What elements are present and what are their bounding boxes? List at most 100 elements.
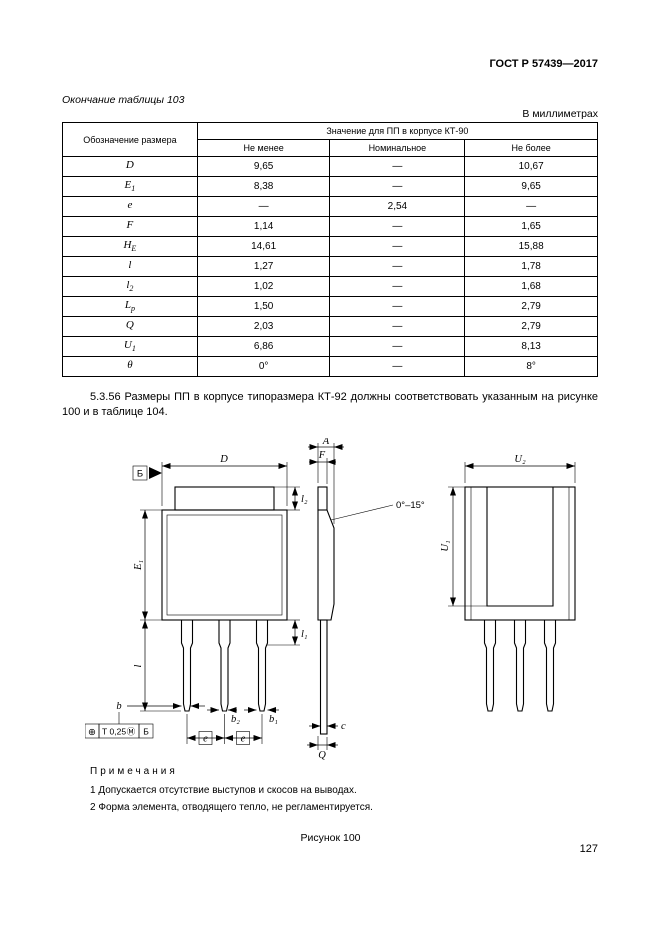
view-arrow-b: Б xyxy=(132,465,162,481)
value-min: 14,61 xyxy=(196,236,331,257)
table-row: Lp 1,50 — 2,79 xyxy=(62,296,598,317)
value-max: 8,13 xyxy=(464,336,598,357)
table-row: l 1,27 — 1,78 xyxy=(62,256,598,277)
value-nominal: — xyxy=(329,356,466,377)
dim-symbol: D xyxy=(126,159,134,171)
dim-label-l: l xyxy=(133,664,144,667)
table-row: l2 1,02 — 1,68 xyxy=(62,276,598,297)
datum-letter: Б xyxy=(143,727,149,737)
dim-symbol-cell: E1 xyxy=(62,176,198,197)
dim-label-d: D xyxy=(219,454,228,465)
value-max: 8° xyxy=(464,356,598,377)
value-min: 9,65 xyxy=(196,156,331,177)
dimension-U2: U₂ xyxy=(464,454,576,483)
value-nominal: — xyxy=(329,336,466,357)
value-max: 2,79 xyxy=(464,316,598,337)
dim-label-e-right: e xyxy=(241,734,246,745)
dim-symbol: l xyxy=(128,259,131,271)
dim-label-f: F xyxy=(318,450,326,461)
value-nominal: — xyxy=(329,296,466,317)
notes-block: Примечания 1 Допускается отсутствие выст… xyxy=(90,766,590,819)
dim-symbol-cell: Q xyxy=(62,316,198,337)
value-min: 2,03 xyxy=(196,316,331,337)
front-body-inner-line xyxy=(166,514,283,616)
value-max: 15,88 xyxy=(464,236,598,257)
dim-label-a: A xyxy=(322,438,330,447)
front-tab-outline xyxy=(174,486,275,511)
dimension-l2: l₂ xyxy=(274,486,308,511)
dim-symbol: E1 xyxy=(124,179,136,194)
dim-symbol-cell: θ xyxy=(62,356,198,377)
dim-symbol-sub: p xyxy=(130,304,135,314)
dim-symbol-main: l xyxy=(128,259,132,272)
dim-label-b: b xyxy=(116,701,121,712)
dim-symbol: F xyxy=(127,219,134,231)
dim-symbol-main: U xyxy=(123,339,132,352)
dim-symbol: U1 xyxy=(123,339,136,354)
table-subheader-row: Не менее Номинальное Не более xyxy=(63,139,598,157)
front-leads xyxy=(180,619,269,712)
value-min: 1,14 xyxy=(196,216,331,237)
dim-symbol-main: H xyxy=(123,239,132,252)
dim-symbol-main: F xyxy=(126,219,134,232)
dim-symbol-cell: U1 xyxy=(62,336,198,357)
view-direction-arrow-icon xyxy=(149,467,162,479)
dimension-b1: b₁ xyxy=(244,707,279,725)
value-min: 1,50 xyxy=(196,296,331,317)
value-min: — xyxy=(196,196,331,217)
side-view: A F 0°–15° xyxy=(307,436,425,761)
dimension-b2: b₂ xyxy=(207,707,240,725)
table-row: Q 2,03 — 2,79 xyxy=(62,316,598,337)
value-nominal: — xyxy=(329,176,466,197)
dim-label-e1: E₁ xyxy=(133,560,144,571)
value-max: — xyxy=(464,196,598,217)
figure-100: Б D xyxy=(84,436,605,768)
value-max: 2,79 xyxy=(464,296,598,317)
col-header-group: Значение для ПП в корпусе КТ-90 xyxy=(196,122,599,140)
dim-label-b1: b₁ xyxy=(269,714,278,725)
col-header-nominal: Номинальное xyxy=(329,139,466,157)
table-row: θ 0° — 8° xyxy=(62,356,598,377)
dim-symbol-sub: 1 xyxy=(131,184,136,194)
side-lead-outline xyxy=(319,619,328,735)
dim-symbol-cell: l2 xyxy=(62,276,198,297)
dim-symbol-main: l xyxy=(126,279,130,292)
dim-symbol-main: L xyxy=(124,299,131,312)
dim-label-e-left: e xyxy=(203,734,208,745)
dim-symbol-main: e xyxy=(127,199,133,212)
document-header: ГОСТ Р 57439—2017 xyxy=(489,58,598,70)
dim-symbol: e xyxy=(127,199,132,211)
mmc-modifier-icon: Ⓜ xyxy=(127,727,136,737)
dim-symbol-main: E xyxy=(124,179,132,192)
col-header-min: Не менее xyxy=(196,139,331,157)
table-103-continuation: Обозначение размера Значение для ПП в ко… xyxy=(62,122,599,377)
table-continuation-label: Окончание таблицы 103 xyxy=(62,94,185,106)
dim-symbol-cell: HE xyxy=(62,236,198,257)
dim-symbol-cell: D xyxy=(62,156,198,177)
dim-label-u1: U₁ xyxy=(440,540,451,551)
value-max: 1,68 xyxy=(464,276,598,297)
side-body-outline xyxy=(317,509,335,621)
value-nominal: — xyxy=(329,316,466,337)
side-tab-outline xyxy=(317,486,328,511)
front-view: Б D xyxy=(84,454,308,745)
page-number: 127 xyxy=(579,843,598,855)
dim-symbol: θ xyxy=(127,359,132,371)
dim-symbol: Q xyxy=(126,319,134,331)
col-header-max: Не более xyxy=(464,139,598,157)
value-min: 1,02 xyxy=(196,276,331,297)
value-nominal: — xyxy=(329,276,466,297)
value-nominal: 2,54 xyxy=(329,196,466,217)
dimension-angle: 0°–15° xyxy=(330,500,425,521)
value-nominal: — xyxy=(329,236,466,257)
dim-symbol-cell: Lp xyxy=(62,296,198,317)
dimension-b: b xyxy=(116,701,205,724)
dim-label-angle: 0°–15° xyxy=(396,500,425,511)
dim-symbol: l2 xyxy=(126,279,133,293)
dim-symbol-sub: 1 xyxy=(131,344,136,354)
dimension-A: A xyxy=(308,436,344,524)
dimension-Q: Q xyxy=(307,736,338,761)
dim-symbol-cell: l xyxy=(62,256,198,277)
dim-symbol-sub: E xyxy=(131,244,137,254)
value-max: 1,65 xyxy=(464,216,598,237)
